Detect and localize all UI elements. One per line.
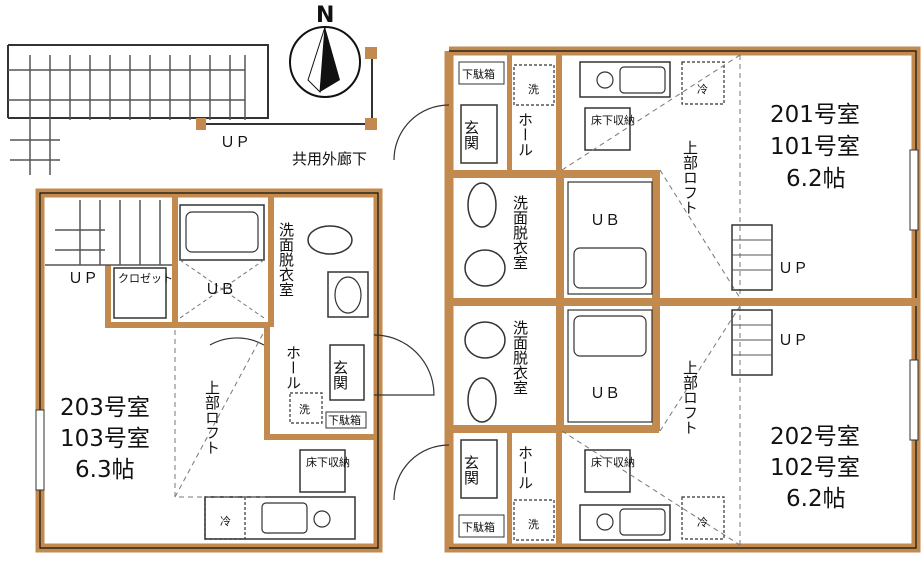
- washer-label: 洗: [299, 403, 310, 416]
- u201-underfloor: 床下収納: [591, 113, 635, 127]
- u201-up: ＵＰ: [778, 259, 808, 277]
- north-label: N: [316, 3, 334, 28]
- u201-shoe-box: 下駄箱: [462, 67, 495, 81]
- room-201-label: 201号室: [770, 102, 860, 128]
- corridor-label: 共用外廊下: [292, 150, 367, 168]
- u202-loft: 上部ロフト: [681, 360, 699, 435]
- stair-up-label: ＵＰ: [68, 269, 98, 287]
- shoe-box-label: 下駄箱: [328, 413, 361, 427]
- u202-washer: 洗: [528, 518, 539, 531]
- room-202-label: 202号室: [770, 424, 860, 450]
- hall-label: ホール: [284, 345, 302, 390]
- u201-hall: ホール: [516, 112, 534, 157]
- u202-up: ＵＰ: [778, 331, 808, 349]
- washroom-label: 洗面脱衣室: [277, 222, 295, 297]
- room-201-size: 6.2帖: [786, 166, 846, 192]
- u202-bath: ＵＢ: [590, 384, 620, 402]
- unit-203: クロゼット ＵＢ 洗面脱衣室 ホール 玄関 洗 下駄箱 床下収納 冷: [35, 188, 435, 553]
- u201-entrance: 玄関: [462, 120, 480, 151]
- u201-bath: ＵＢ: [590, 211, 620, 229]
- room-203-size: 6.3帖: [75, 457, 135, 483]
- u202-hall: ホール: [516, 445, 534, 490]
- u201-washroom: 洗面脱衣室: [511, 195, 529, 270]
- room-101-label: 101号室: [770, 134, 860, 160]
- room-203-label: 203号室: [60, 395, 150, 421]
- room-202-size: 6.2帖: [786, 486, 846, 512]
- u202-entrance: 玄関: [462, 455, 480, 486]
- entrance-label: 玄関: [331, 360, 349, 391]
- u202-fridge: 冷: [697, 516, 708, 529]
- room-102-label: 102号室: [770, 455, 860, 481]
- closet-label: クロゼット: [118, 272, 173, 285]
- corridor-up-label: ＵＰ: [220, 133, 250, 151]
- room-103-label: 103号室: [60, 426, 150, 452]
- fridge-label: 冷: [220, 515, 231, 528]
- u202-washroom: 洗面脱衣室: [511, 320, 529, 395]
- u202-underfloor: 床下収納: [591, 455, 635, 469]
- stairs-top: [7, 44, 377, 175]
- u202-shoe-box: 下駄箱: [462, 520, 495, 534]
- unit-202: 洗面脱衣室 ＵＢ 玄関 ホール 下駄箱 洗 床下収納 冷 上部ロフト ＵＰ 20…: [393, 305, 921, 553]
- u201-washer: 洗: [528, 83, 539, 96]
- u201-fridge: 冷: [697, 83, 708, 96]
- underfloor-label: 床下収納: [306, 455, 350, 469]
- unit-201: 下駄箱 洗 玄関 ホール 冷 床下収納 洗面脱衣室 ＵＢ 上部ロフト ＵＰ: [393, 46, 921, 425]
- u201-loft: 上部ロフト: [681, 140, 699, 215]
- bath-label: ＵＢ: [205, 280, 235, 298]
- loft-label: 上部ロフト: [203, 380, 221, 455]
- compass: N: [289, 3, 361, 98]
